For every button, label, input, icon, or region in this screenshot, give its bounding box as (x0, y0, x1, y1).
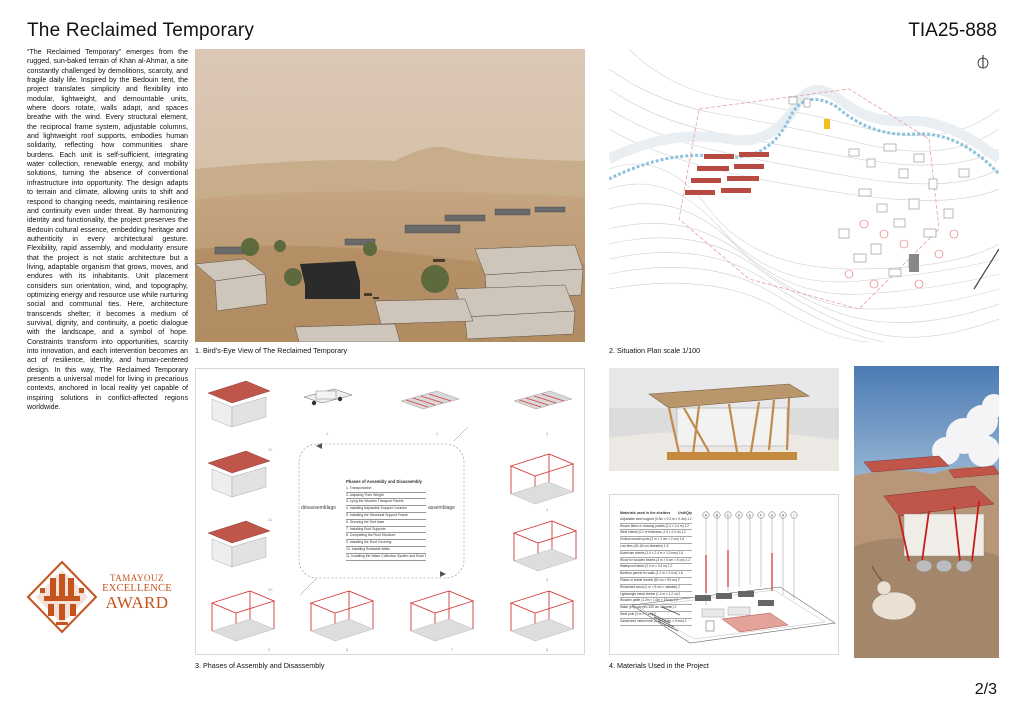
material-letter: G (771, 513, 774, 517)
step-number: 5 (546, 577, 549, 582)
material-item: Vertical wooden post (2 m × 2 cm × 2 cm)… (620, 537, 692, 544)
phase-item: 11. Installing the Water Collection Syst… (346, 554, 426, 561)
material-item: Water jerry can (60–100 cm diameter) 2 (620, 605, 692, 612)
logo-line-1: TAMAYOUZ (110, 573, 164, 583)
step-number: 8 (346, 647, 349, 652)
material-item: Woven fabric or drawing panels (2.4 × 2.… (620, 524, 692, 531)
step-number: 12 (268, 447, 273, 452)
phase-item: 1. Transportation (346, 486, 426, 493)
phases-diagram: 12 1 2 3 11 4 10 5 9 8 7 6 désassemblage… (195, 368, 585, 655)
phase-item: 5. Installing the Structural Support Fra… (346, 513, 426, 520)
tamayouz-emblem-icon (26, 560, 98, 634)
phase-item: 2. Adjusting Their Weight (346, 493, 426, 500)
material-item: Steel sheets (0.2 m thickness, 2.4 × 2.4… (620, 530, 692, 538)
material-letter: C (727, 513, 730, 517)
material-item: Waterproof fabric (2.4 m × 2.4 m) 1.2 (620, 564, 692, 572)
disassembly-label: désassemblage (301, 505, 337, 511)
material-item: Reclaimed wood (1 m × 5 cm × variable) 2 (620, 585, 692, 592)
material-letter: A (705, 513, 708, 517)
page-number: 2/3 (974, 681, 997, 698)
phase-item: 3. Lying the Wooden Transport Panels (346, 499, 426, 507)
board-title: The Reclaimed Temporary (27, 20, 255, 41)
material-letter: E (749, 513, 752, 517)
logo-line-3: AWARD (105, 593, 169, 612)
material-item: Galvanized metal mesh (2 m × 0.5m × 6 mm… (620, 619, 692, 626)
phase-item: 8. Completing the Roof Structure (346, 533, 426, 541)
material-letter: I (794, 513, 795, 517)
entry-code: TIA25-888 (908, 20, 997, 41)
step-number: 10 (268, 587, 273, 592)
caption-materials: 4. Materials Used in the Project (609, 661, 709, 670)
caption-situation: 2. Situation Plan scale 1/100 (609, 346, 701, 355)
phases-list-title: Phases of Assembly and Disassembly (346, 479, 422, 484)
step-number: 3 (546, 431, 549, 436)
tamayouz-logo: TAMAYOUZ EXCELLENCE AWARD (26, 560, 176, 635)
material-letter: B (716, 513, 719, 517)
materials-qty-header: Unit/Qty (678, 511, 692, 515)
step-number: 7 (451, 647, 454, 652)
material-item: Bamboo panels for walls (1.2 m × 2.4 m) … (620, 571, 692, 578)
phase-item: 7. Installing Roof Supports (346, 527, 426, 534)
phase-item: 9. Installing the Roof Covering (346, 540, 426, 547)
step-number: 1 (326, 431, 329, 436)
material-item: Wood for wooden beams (3 m × 5 cm × 5 cm… (620, 558, 692, 565)
step-number: 11 (268, 517, 273, 522)
phases-list: Phases of Assembly and Disassembly 1. Tr… (346, 479, 426, 561)
material-item: Low tires (40–60 cm diameter) 1.6 (620, 544, 692, 551)
materials-diagram: Materials used in the shelters Unit/Qty … (609, 494, 839, 655)
material-item: Lightweight metal sheets (1.4 m × 1.2 m)… (620, 592, 692, 599)
material-item: Adjustable steel support (0.3m × 0.3 m ×… (620, 517, 692, 524)
material-item: Plastic or textile barrels (60 cm × 90 c… (620, 578, 692, 585)
material-letter: F (760, 513, 762, 517)
step-number: 4 (546, 507, 549, 512)
step-number: 9 (268, 647, 271, 652)
caption-birds-eye: 1. Bird’s-Eye View of The Reclaimed Temp… (195, 346, 348, 355)
birds-eye-render (195, 49, 585, 342)
phase-item: 6. Securing the Tent base (346, 520, 426, 527)
material-letter: D (738, 513, 741, 517)
material-item: Aluminum sheets (1.4 × 2.4 m × 1.0 mm) 1… (620, 551, 692, 558)
materials-list-title: Materials used in the shelters (620, 511, 671, 515)
phase-item: 4. Installing Adjustable Support Columns (346, 506, 426, 513)
assembly-label: assemblage (428, 505, 455, 511)
situation-plan (609, 49, 999, 342)
phase-item: 10. Installing Rotatable Walls (346, 547, 426, 554)
project-description: “The Reclaimed Temporary” emerges from t… (27, 48, 188, 412)
model-photo (609, 368, 839, 471)
step-number: 2 (436, 431, 439, 436)
logo-line-2: EXCELLENCE (102, 583, 172, 594)
materials-list: Materials used in the shelters Unit/Qty … (620, 511, 692, 626)
step-number: 6 (546, 647, 549, 652)
material-letter: H (782, 513, 785, 517)
caption-phases: 3. Phases of Assembly and Disassembly (195, 661, 325, 670)
site-photo (854, 366, 999, 658)
north-arrow-icon (977, 55, 989, 69)
